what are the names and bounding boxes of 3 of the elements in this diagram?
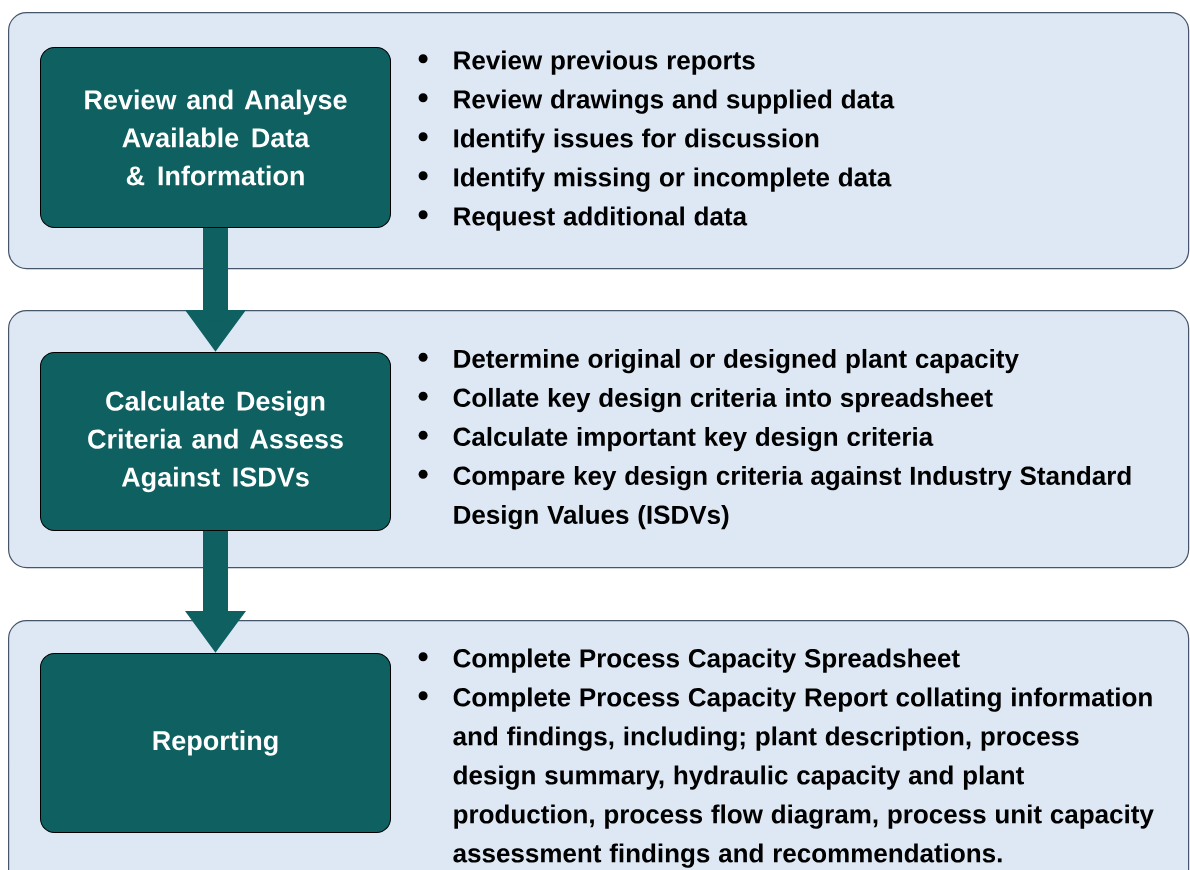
stage-box: Reporting: [40, 653, 391, 833]
stage-box: Review and Analyse Available Data & Information: [40, 47, 391, 228]
stage-box: Calculate Design Criteria and Assess Against ISDVs: [40, 352, 391, 531]
